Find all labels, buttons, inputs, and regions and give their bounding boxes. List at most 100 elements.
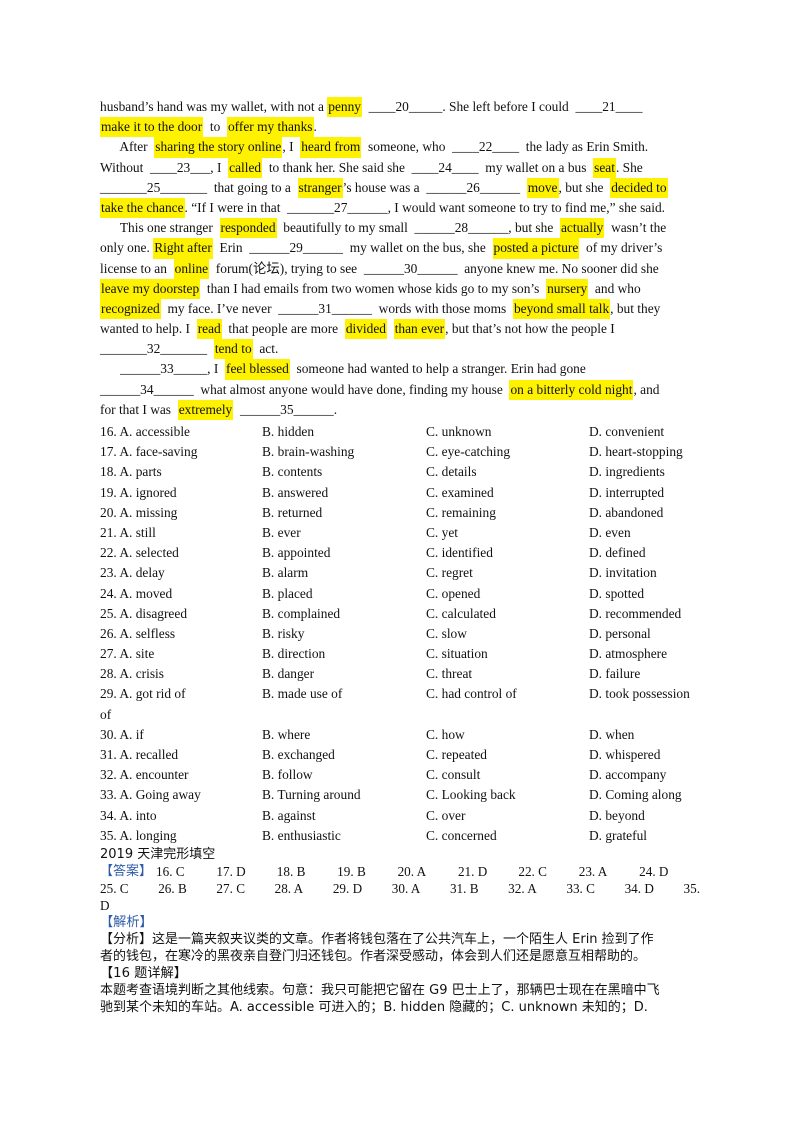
highlighted-phrase: actually <box>559 218 605 239</box>
passage-text: , and <box>633 381 660 397</box>
highlighted-phrase: offer my thanks <box>226 117 314 138</box>
highlighted-phrase: posted a picture <box>492 238 580 259</box>
passage-text: _______25_______ that going to a <box>100 179 298 195</box>
option-choice: B. direction <box>262 646 326 662</box>
passage-line: leave my doorstep than I had emails from… <box>100 278 700 299</box>
highlighted-phrase: called <box>228 157 263 178</box>
passage-line: Without ____23___, I called to thank her… <box>100 157 700 178</box>
analysis-line-1: 【分析】这是一篇夹叙夹议类的文章。作者将钱包落在了公共汽车上，一个陌生人 Eri… <box>100 931 654 947</box>
highlighted-phrase: responded <box>219 218 277 239</box>
option-choice: 25. A. disagreed <box>100 605 188 621</box>
option-choice: C. how <box>426 726 465 742</box>
option-choice: C. unknown <box>426 424 492 439</box>
option-choice: C. concerned <box>426 827 497 843</box>
answer-item: 19. B <box>337 863 366 879</box>
option-choice: B. exchanged <box>262 747 335 762</box>
option-choice: D. accompany <box>589 767 667 783</box>
option-choice: D. beyond <box>589 807 645 823</box>
passage-text: to <box>203 119 227 135</box>
passage-text: someone had wanted to help a stranger. E… <box>289 361 586 377</box>
passage-text: _______32_______ <box>100 341 214 357</box>
analysis-line-2: 者的钱包，在寒冷的黑夜亲自登门归还钱包。作者深受感动，体会到人们还是愿意互相帮助… <box>100 948 647 964</box>
passage-line: wanted to help. I read that people are m… <box>100 319 700 340</box>
option-choice: B. Turning around <box>262 787 361 803</box>
highlighted-phrase: beyond small talk <box>512 298 611 320</box>
highlighted-phrase: penny <box>327 97 362 118</box>
option-choice: D. heart-stopping <box>589 444 683 460</box>
option-choice: D. when <box>589 726 635 742</box>
option-choice: B. complained <box>262 605 341 621</box>
passage-text: , but that’s not how the people I <box>445 321 615 337</box>
answer-item: 33. C <box>566 880 595 896</box>
passage-text: license to an <box>100 260 174 276</box>
answer-item: 22. C <box>518 863 547 879</box>
highlighted-phrase: than ever <box>393 319 446 340</box>
option-choice: C. Looking back <box>426 787 516 803</box>
passage-text: my face. I’ve never ______31______ words… <box>160 300 513 316</box>
passage-line: license to an online forum(论坛), trying t… <box>100 258 700 279</box>
option-choice: B. contents <box>262 464 323 480</box>
option-choice: 22. A. selected <box>100 545 179 561</box>
option-choice: C. opened <box>426 585 481 601</box>
answer-item: 17. D <box>216 863 246 879</box>
analysis-label: 【解析】 <box>100 914 153 930</box>
highlighted-phrase: extremely <box>177 399 234 420</box>
option-choice: D. convenient <box>589 424 665 439</box>
passage-text: , but they <box>610 300 661 316</box>
passage-text: ______34______ what almost anyone would … <box>100 381 510 397</box>
source-note: 2019 天津完形填空 <box>100 846 216 862</box>
option-choice: D. spotted <box>589 585 645 601</box>
option-choice: 16. A. accessible <box>100 424 190 439</box>
option-29-wrap: of <box>100 706 112 722</box>
passage-line: _______25_______ that going to a strange… <box>100 177 700 198</box>
option-choice: B. hidden <box>262 424 315 439</box>
option-choice: C. had control of <box>426 686 517 702</box>
highlighted-phrase: sharing the story online <box>154 137 283 158</box>
highlighted-phrase: on a bitterly cold night <box>509 379 634 400</box>
option-choice: 20. A. missing <box>100 504 178 520</box>
option-choice: B. risky <box>262 625 305 641</box>
option-choice: B. follow <box>262 767 313 783</box>
passage-line: take the chance. “If I were in that ____… <box>100 197 700 219</box>
option-choice: B. against <box>262 807 316 823</box>
answer-item: 29. D <box>332 880 363 896</box>
passage-text: than I had emails from two women whose k… <box>200 280 547 296</box>
highlighted-phrase: tend to <box>213 339 253 360</box>
passage-text: ______35______. <box>233 401 338 417</box>
option-choice: 30. A. if <box>100 726 144 742</box>
option-choice: 31. A. recalled <box>100 747 179 762</box>
options-list: 16. A. accessible B. hidden C. unknown D. c… <box>100 422 700 705</box>
detail-line-2: 驰到某个未知的车站。A. accessible 可进入的；B. hidden 隐… <box>100 999 648 1015</box>
option-choice: D. invitation <box>589 565 657 581</box>
answer-label: 【答案】 <box>100 863 153 879</box>
passage-text: , but she <box>558 179 611 195</box>
option-choice: B. danger <box>262 666 315 682</box>
option-choice: D. interrupted <box>589 484 665 500</box>
option-choice: D. recommended <box>589 605 682 621</box>
option-choice: C. repeated <box>426 747 487 762</box>
passage-text: ____20_____. She left before I could ___… <box>361 99 643 114</box>
option-choice: C. eye-catching <box>426 444 511 460</box>
passage-text: only one. <box>100 240 154 256</box>
option-choice: D. atmosphere <box>589 646 668 662</box>
passage-line: recognized my face. I’ve never ______31_… <box>100 298 700 320</box>
answer-item: 21. D <box>457 863 488 879</box>
option-choice: C. slow <box>426 625 467 641</box>
answer-item: 30. A <box>391 880 421 896</box>
answer-item: 27. C <box>216 880 245 896</box>
passage-text: to thank her. She said she ____24____ my… <box>262 159 594 175</box>
passage-line: ______33_____, I feel blessed someone ha… <box>100 359 700 380</box>
option-choice: 24. A. moved <box>100 585 173 601</box>
passage-text: that people are more <box>221 321 345 337</box>
passage-text: Without ____23___, I <box>100 159 229 175</box>
option-choice: C. consult <box>426 767 481 783</box>
